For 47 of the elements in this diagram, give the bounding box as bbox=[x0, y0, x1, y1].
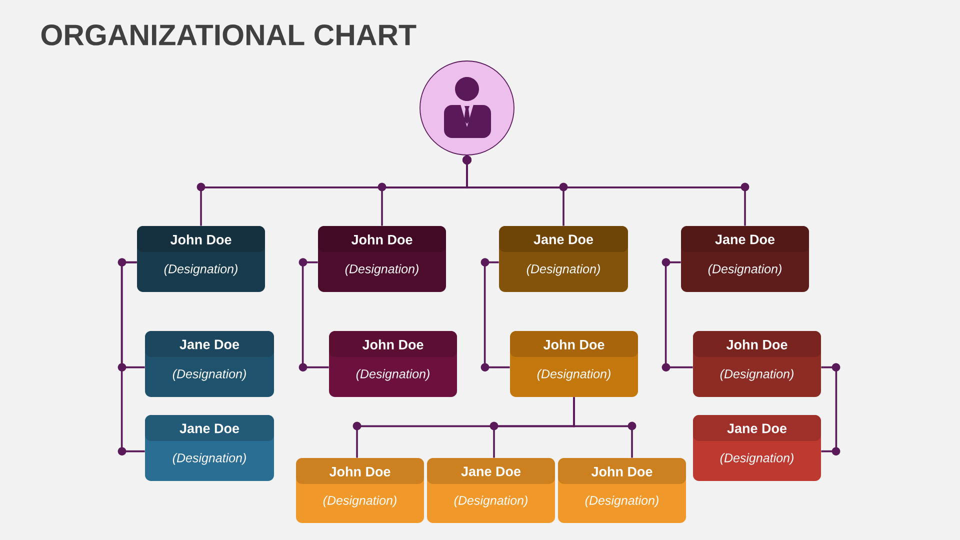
designation-text: (Designation) bbox=[164, 264, 238, 276]
name-text: John Doe bbox=[591, 466, 652, 476]
designation-text: (Designation) bbox=[454, 496, 528, 508]
designation-text: (Designation) bbox=[172, 369, 246, 381]
connector-line bbox=[120, 261, 145, 452]
name-text: John Doe bbox=[170, 234, 232, 244]
designation-text: (Designation) bbox=[323, 496, 396, 508]
org-box bbox=[693, 331, 821, 397]
connector-line bbox=[484, 261, 510, 368]
connector-line bbox=[664, 261, 693, 368]
title: ORGANIZATIONAL CHART bbox=[41, 24, 416, 46]
name-text: Jane Doe bbox=[180, 340, 240, 350]
designation-text: (Designation) bbox=[356, 369, 430, 381]
name-text: Jane Doe bbox=[534, 234, 594, 244]
org-box bbox=[499, 226, 628, 292]
connector-line bbox=[573, 397, 633, 458]
name-text: Jane Doe bbox=[461, 466, 521, 476]
designation-text: (Designation) bbox=[172, 453, 246, 465]
org-box bbox=[510, 331, 638, 397]
name-text: John Doe bbox=[329, 466, 390, 476]
name-text: Jane Doe bbox=[715, 234, 775, 244]
designation-text: (Designation) bbox=[537, 369, 610, 381]
org-box bbox=[329, 331, 457, 397]
name-text: John Doe bbox=[726, 340, 788, 350]
designation-text: (Designation) bbox=[345, 264, 418, 276]
org-box bbox=[558, 458, 686, 523]
name-text: Jane Doe bbox=[727, 424, 787, 434]
org-box bbox=[145, 415, 274, 481]
designation-text: (Designation) bbox=[526, 264, 600, 276]
name-text: John Doe bbox=[351, 234, 412, 244]
designation-text: (Designation) bbox=[708, 264, 782, 276]
org-box bbox=[427, 458, 555, 523]
org-box bbox=[137, 226, 265, 292]
designation-text: (Designation) bbox=[720, 453, 794, 465]
connector-line bbox=[302, 261, 329, 368]
designation-text: (Designation) bbox=[585, 496, 658, 508]
designation-text: (Designation) bbox=[720, 369, 794, 381]
org-box bbox=[145, 331, 274, 397]
name-text: Jane Doe bbox=[180, 424, 240, 434]
org-box bbox=[681, 226, 809, 292]
org-box bbox=[296, 458, 424, 523]
org-box bbox=[693, 415, 821, 481]
org-box bbox=[318, 226, 446, 292]
name-text: John Doe bbox=[543, 340, 604, 350]
connector-line bbox=[821, 366, 838, 452]
connector-line bbox=[462, 155, 746, 226]
name-text: John Doe bbox=[362, 340, 424, 350]
